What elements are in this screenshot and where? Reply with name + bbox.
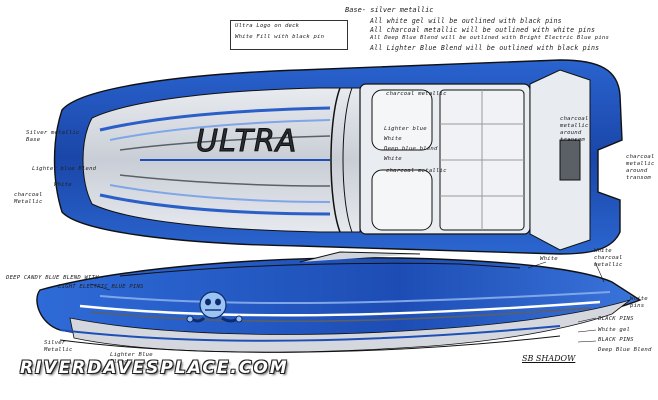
label-white-left: White — [54, 182, 72, 188]
label-charcoal-1: charcoal metallic — [386, 91, 447, 97]
label-lighter-blue: Lighter blue — [384, 126, 427, 132]
skull-graphic — [186, 291, 243, 323]
logo-note-box: Ultra Logo on deck White Fill with black… — [230, 20, 348, 50]
label-lighter-blue-blend: Lighter blue Blend — [32, 166, 97, 172]
label-deep-blue-side: Deep Blue Blend — [598, 347, 652, 353]
label-charcoal-far: charcoal metallic around transom — [626, 154, 655, 181]
logo-note-line-2: White Fill with black pin — [235, 34, 325, 40]
label-electric: LIGHT ELECTRIC BLUE PINS — [58, 284, 144, 290]
label-black-pins-2: BLACK PINS — [598, 337, 634, 343]
label-white-1: White — [384, 136, 402, 142]
top-seat-2 — [371, 169, 433, 231]
label-charcoal-2: charcoal metallic — [386, 168, 447, 174]
spec-line-1: All white gel will be outlined with blac… — [370, 17, 562, 25]
label-white-gel: White gel — [598, 327, 631, 333]
label-silver-side: Silver Metallic — [44, 340, 73, 353]
label-white-charcoal: White charcoal metallic — [594, 248, 623, 268]
spec-line-3: All Deep Blue Blend will be outlined wit… — [370, 35, 610, 41]
label-silver-base: Silver metallic Base — [26, 130, 80, 143]
artist-signature: SB SHADOW — [522, 354, 576, 363]
label-white-top: White — [540, 256, 558, 262]
ultra-logo: ULTRA — [195, 124, 298, 160]
watermark: RIVERDAVESPLACE.COM — [20, 358, 289, 378]
label-white-nose: White pins — [630, 296, 648, 309]
label-charcoal-right: charcoal metallic around transom — [560, 116, 589, 143]
top-seat-1 — [371, 89, 433, 151]
spec-title: Base- silver metallic — [345, 6, 434, 14]
logo-note-line-1: Ultra Logo on deck — [235, 23, 300, 29]
label-black-pins: BLACK PINS — [598, 316, 634, 322]
spec-line-2: All charcoal metallic will be outlined w… — [370, 26, 596, 34]
label-deep-candy: DEEP CANDY BLUE BLEND WITH — [6, 275, 99, 281]
label-charcoal-left: charcoal Metallic — [14, 192, 43, 205]
label-deep-blue: Deep blue blend — [384, 146, 438, 152]
spec-line-4: All Lighter Blue Blend will be outlined … — [370, 44, 600, 52]
label-white-2: White — [384, 156, 402, 162]
label-lighter-blue-side: Lighter Blue Blend — [110, 352, 153, 365]
